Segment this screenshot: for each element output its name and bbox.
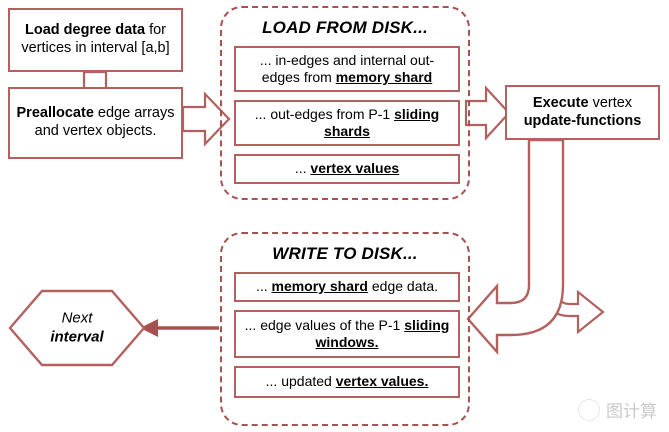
load-from-disk-title: LOAD FROM DISK... xyxy=(262,18,428,37)
load-item-vertex-values-text: ... vertex values xyxy=(294,160,400,177)
arrow-load-group-to-execute xyxy=(464,85,511,141)
load-item-sliding-shards-text: ... out-edges from P-1 sliding shards xyxy=(254,105,440,140)
write-item-sliding-windows[interactable]: ... edge values of the P-1 sliding windo… xyxy=(234,310,460,358)
next-interval-hexagon[interactable]: Next interval xyxy=(8,289,146,367)
load-degree-data-text: Load degree data for vertices in interva… xyxy=(15,22,176,57)
load-degree-rest: for vertices in interval [a,b] xyxy=(21,22,170,56)
write-to-disk-group: WRITE TO DISK... ... memory shard edge d… xyxy=(220,232,470,426)
write-to-disk-title: WRITE TO DISK... xyxy=(272,244,418,263)
arrow-preallocate-to-load-group xyxy=(181,91,231,147)
emphasis-updated-vertex-values: vertex values. xyxy=(335,373,429,390)
dotted-circle-logo-icon xyxy=(578,398,600,421)
emphasis-memory-shard: memory shard xyxy=(335,69,433,85)
emphasis-sliding-windows: sliding windows. xyxy=(315,316,450,351)
load-from-disk-group: LOAD FROM DISK... ... in-edges and inter… xyxy=(220,6,470,200)
load-degree-data-box[interactable]: Load degree data for vertices in interva… xyxy=(8,8,183,72)
load-degree-bold: Load degree data xyxy=(24,22,146,39)
write-item-updated-vertex-values-text: ... updated vertex values. xyxy=(265,373,429,390)
arrow-write-group-to-next-interval xyxy=(140,319,219,337)
load-item-memory-shard-text: ... in-edges and internal out-edges from… xyxy=(259,51,435,86)
preallocate-text: Preallocate edge arrays and vertex objec… xyxy=(15,105,176,140)
load-item-vertex-values[interactable]: ... vertex values xyxy=(234,154,460,184)
watermark: 图计算 xyxy=(578,397,657,422)
next-interval-shape xyxy=(8,289,146,367)
emphasis-vertex-values: vertex values xyxy=(310,160,400,177)
load-item-sliding-shards[interactable]: ... out-edges from P-1 sliding shards xyxy=(234,100,460,146)
write-item-updated-vertex-values[interactable]: ... updated vertex values. xyxy=(234,366,460,398)
preallocate-box[interactable]: Preallocate edge arrays and vertex objec… xyxy=(8,87,183,159)
emphasis-sliding-shards: sliding shards xyxy=(324,105,440,140)
preallocate-bold: Preallocate xyxy=(16,105,94,122)
write-item-sliding-windows-text: ... edge values of the P-1 sliding windo… xyxy=(244,316,450,351)
execute-rest-line1: vertex xyxy=(588,94,633,111)
write-item-memory-shard[interactable]: ... memory shard edge data. xyxy=(234,272,460,302)
preallocate-rest: edge arrays and vertex objects. xyxy=(34,105,175,139)
emphasis-write-memory-shard: memory shard xyxy=(271,278,368,295)
load-item-memory-shard[interactable]: ... in-edges and internal out-edges from… xyxy=(234,46,460,92)
execute-bold: Execute xyxy=(532,94,589,111)
execute-bold-line2: update-functions xyxy=(523,112,642,129)
watermark-text: 图计算 xyxy=(606,402,657,422)
write-item-memory-shard-text: ... memory shard edge data. xyxy=(255,278,439,295)
arrow-execute-to-write-group xyxy=(544,138,605,335)
